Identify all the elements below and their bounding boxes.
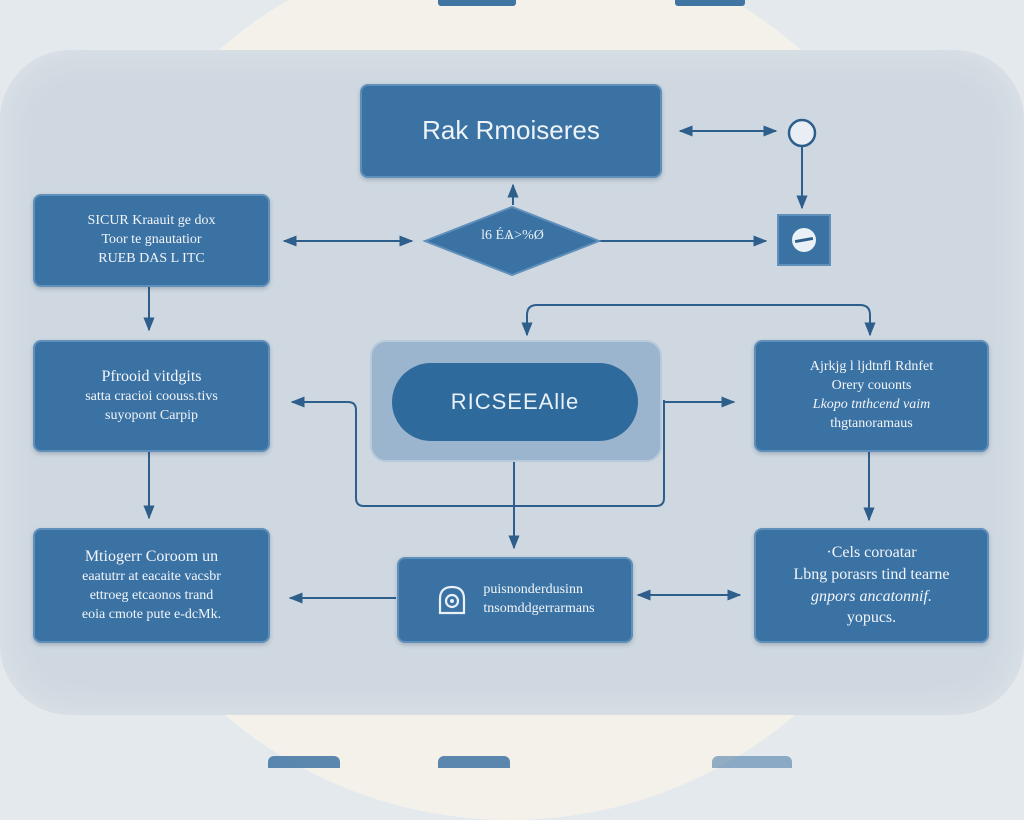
bottom-left-node[interactable]: Mtiogerr Coroom un eaatutrr at eacaite v… [33,528,270,643]
bottom-left-line: eoia cmote pute e-dcMk. [81,606,222,622]
mid-left-line: satta cracioi coouss.tivs [85,388,218,404]
center-node-label: RICSEEAlle [450,389,580,414]
top-edge-tab [675,0,745,6]
mid-right-line: thgtanoramaus [830,415,913,431]
bottom-edge-tab [438,756,510,768]
mid-left-node[interactable]: Pfrooid vitdgits satta cracioi coouss.ti… [33,340,270,452]
no-entry-icon [792,228,816,252]
decision-label: l6 ÉѦ>%Ø [481,228,544,243]
bottom-center-text: puisnonderdusinn tnsomddgerrarmans [483,581,594,619]
mid-right-line: Lkopo tnthcend vaim [812,397,931,412]
bottom-left-line: ettroeg etcaonos trand [89,587,214,603]
arrow-bracket-top [521,304,876,337]
decision-diamond [422,205,602,277]
bottom-edge-tab [712,756,792,768]
bottom-center-line: tnsomddgerrarmans [483,601,595,616]
top-edge-tab [438,0,516,6]
top-left-line: SICUR Kraauit ge dox [87,213,216,229]
title-node-label: Rak Rmoiseres [422,115,600,146]
bottom-edge-tab [268,756,340,768]
top-left-line: RUEB DAS L ITC [98,250,205,266]
bottom-left-heading: Mtiogerr Coroom un [84,548,219,566]
mid-left-line: suyopont Carpip [105,407,198,423]
mid-left-heading: Pfrooid vitdgits [101,368,202,386]
bottom-right-line: gnpors ancatonnif. [811,587,932,605]
mid-right-heading: Ajrkjg l ljdtnfl Rdnfet [809,359,934,375]
mid-right-line: Orery couonts [831,378,912,394]
bottom-right-heading: ·Cels coroatar [826,544,917,562]
bottom-center-node[interactable]: puisnonderdusinn tnsomddgerrarmans [397,557,633,643]
dome-gear-icon [439,585,466,615]
bottom-right-line: Lbng porasrs tind tearne [793,565,950,583]
mid-right-node[interactable]: Ajrkjg l ljdtnfl Rdnfet Orery couonts Lk… [754,340,989,452]
square-node[interactable] [777,214,831,266]
bottom-right-node[interactable]: ·Cels coroatar Lbng porasrs tind tearne … [754,528,989,643]
bottom-center-line: puisnonderdusinn [483,582,583,598]
bottom-left-line: eaatutrr at eacaite vacsbr [82,568,221,584]
top-left-line: Toor te gnautatior [101,232,202,248]
bottom-right-line: yopucs. [846,609,897,627]
circle-node-icon [787,118,817,148]
title-node[interactable]: Rak Rmoiseres [360,84,662,178]
arrow-center-loop [290,396,665,507]
top-left-node[interactable]: SICUR Kraauit ge dox Toor te gnautatior … [33,194,270,287]
connector-layer [143,118,876,604]
center-node[interactable]: RICSEEAlle [392,363,638,441]
